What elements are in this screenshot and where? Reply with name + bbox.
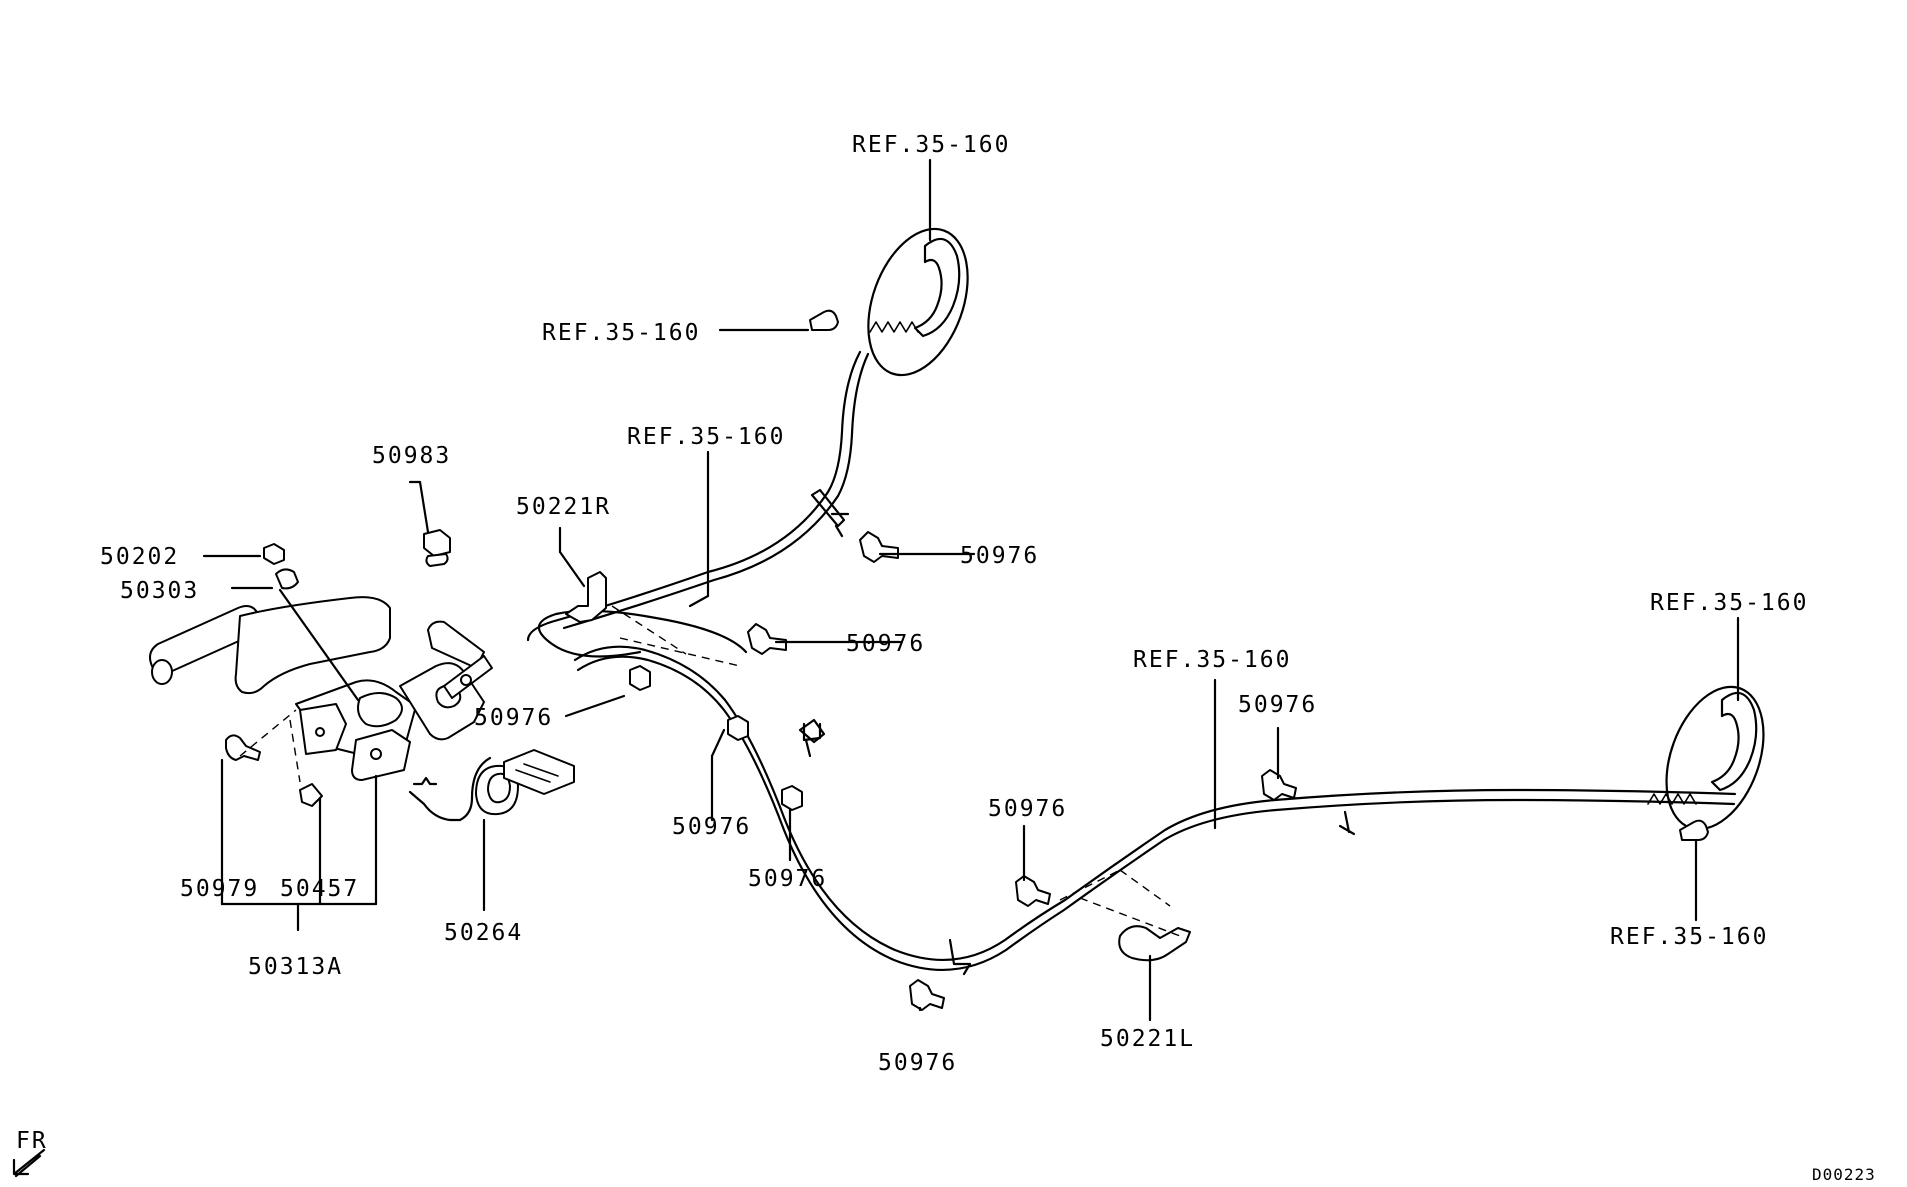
label-ref-top: REF.35-160 xyxy=(852,132,1010,158)
label-front: FR xyxy=(16,1128,48,1154)
label-50264: 50264 xyxy=(444,920,523,946)
label-50976-h: 50976 xyxy=(878,1050,957,1076)
label-50303: 50303 xyxy=(120,578,199,604)
label-50313A: 50313A xyxy=(248,954,343,980)
label-50221L: 50221L xyxy=(1100,1026,1195,1052)
label-50221R: 50221R xyxy=(516,494,611,520)
diagram-code: D00223 xyxy=(1812,1165,1876,1184)
lower-rear-cable xyxy=(537,609,1737,976)
front-arrow-icon xyxy=(12,1148,46,1178)
label-ref-cable-lower: REF.35-160 xyxy=(1133,647,1291,673)
upper-rear-cable xyxy=(526,350,870,642)
label-50202: 50202 xyxy=(100,544,179,570)
label-50976-b: 50976 xyxy=(846,631,925,657)
front-direction-marker: FR xyxy=(12,1128,48,1178)
label-ref-upper-mid: REF.35-160 xyxy=(542,320,700,346)
fasteners xyxy=(225,529,1297,1011)
label-ref-cable-upper: REF.35-160 xyxy=(627,424,785,450)
lower-brake-shoe-assembly xyxy=(1647,685,1765,841)
leader-lines xyxy=(202,158,1740,1022)
label-ref-right-bottom: REF.35-160 xyxy=(1610,924,1768,950)
label-50976-g: 50976 xyxy=(988,796,1067,822)
part-labels: REF.35-160 REF.35-160 REF.35-160 REF.35-… xyxy=(100,132,1808,1076)
label-50983: 50983 xyxy=(372,443,451,469)
label-50976-a: 50976 xyxy=(960,543,1039,569)
label-50976-f: 50976 xyxy=(1238,692,1317,718)
label-ref-right-top: REF.35-160 xyxy=(1650,590,1808,616)
label-50976-e: 50976 xyxy=(748,866,827,892)
label-50979: 50979 xyxy=(180,876,259,902)
parking-brake-lever-assembly xyxy=(149,596,493,781)
label-50457: 50457 xyxy=(280,876,359,902)
label-50976-c: 50976 xyxy=(474,705,553,731)
upper-brake-shoe-assembly xyxy=(809,227,969,377)
label-50976-d: 50976 xyxy=(672,814,751,840)
